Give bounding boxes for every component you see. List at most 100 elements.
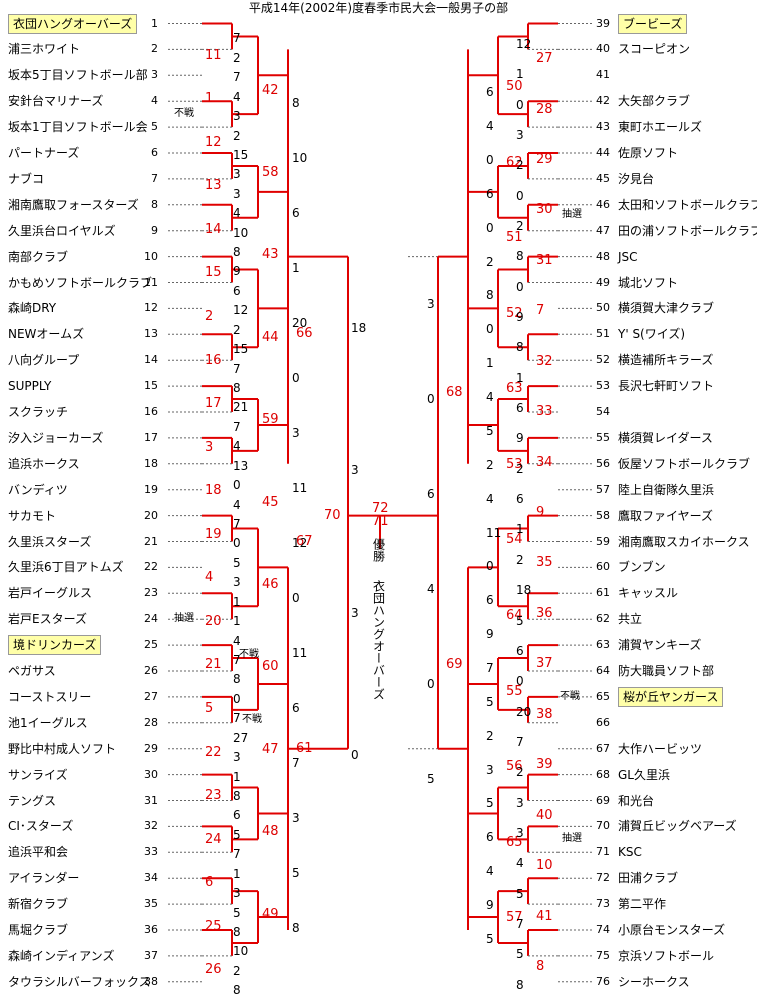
- score-label: 67: [296, 533, 313, 549]
- team-name-right: 長沢七軒町ソフト: [618, 379, 715, 394]
- score-label: 9: [516, 310, 524, 325]
- team-name-right: JSC: [618, 249, 638, 264]
- team-name-left: 岩戸イーグルス: [8, 586, 93, 601]
- score-label: 10: [233, 225, 249, 240]
- seed-number: 44: [596, 146, 610, 159]
- seed-number: 75: [596, 948, 610, 962]
- score-label: 6: [516, 401, 524, 416]
- team-name-left: 森崎DRY: [8, 301, 57, 316]
- score-label: 7: [233, 419, 241, 434]
- score-label: 1: [233, 594, 241, 609]
- score-label: 8: [516, 977, 524, 992]
- seed-number: 51: [596, 327, 610, 341]
- team-name-left: ペガサス: [8, 664, 56, 678]
- score-label: 15: [233, 342, 249, 357]
- seed-number: 15: [144, 379, 158, 393]
- score-label: 13: [205, 178, 222, 194]
- score-label: 3: [233, 109, 241, 124]
- score-label: 71: [372, 514, 389, 530]
- team-name-left: 森崎インディアンズ: [8, 948, 115, 963]
- score-label: 5: [516, 947, 524, 962]
- score-label: 32: [536, 353, 553, 369]
- seed-number: 56: [596, 456, 610, 470]
- score-label: 7: [233, 517, 241, 532]
- score-label: 3: [233, 167, 241, 182]
- score-label: 2: [233, 128, 241, 143]
- score-label: 72: [372, 501, 389, 517]
- seed-number: 25: [144, 638, 158, 652]
- score-label: 6: [427, 487, 435, 502]
- seed-number: 53: [596, 379, 610, 393]
- score-label: 8: [233, 245, 241, 260]
- seed-number: 8: [151, 197, 158, 211]
- score-label: 5: [233, 905, 241, 920]
- team-name-left: 新宿クラブ: [8, 897, 69, 912]
- score-label: 4: [486, 491, 494, 506]
- score-label: 4: [486, 390, 494, 405]
- score-label: 2: [516, 158, 524, 173]
- seed-number: 66: [596, 715, 610, 729]
- team-name-right: KSC: [618, 845, 642, 860]
- match-note: 不戦: [242, 714, 262, 726]
- score-label: 15: [233, 147, 249, 162]
- team-name-left: バンディツ: [8, 482, 68, 497]
- score-label: 7: [233, 31, 241, 46]
- score-label: 4: [233, 497, 241, 512]
- team-name-left: 久里浜台ロイヤルズ: [8, 223, 116, 238]
- seed-number: 24: [144, 612, 158, 626]
- score-label: 3: [233, 886, 241, 901]
- score-label: 5: [292, 866, 300, 881]
- seed-number: 72: [596, 871, 610, 885]
- score-label: 11: [292, 646, 308, 661]
- score-label: 0: [427, 392, 435, 407]
- seed-number: 11: [144, 275, 158, 289]
- score-label: 2: [233, 322, 241, 337]
- score-label: 6: [292, 205, 300, 220]
- team-name-left: サカモト: [8, 508, 57, 523]
- score-label: 1: [516, 522, 524, 537]
- score-label: 55: [506, 683, 523, 699]
- score-label: 48: [262, 824, 279, 840]
- seed-number: 35: [144, 897, 158, 911]
- seed-number: 22: [144, 560, 158, 574]
- team-name-left: 汐入ジョーカーズ: [8, 430, 104, 445]
- score-label: 29: [536, 151, 553, 167]
- team-name-right: 鷹取ファイヤーズ: [618, 508, 714, 523]
- score-label: 8: [292, 95, 300, 110]
- seed-number: 70: [596, 819, 610, 833]
- team-name-right: 東町ホエールズ: [618, 120, 703, 135]
- score-label: 4: [233, 206, 241, 221]
- team-name-right: 防大職員ソフト部: [618, 664, 715, 678]
- score-label: 8: [233, 788, 241, 803]
- match-note: 抽選: [174, 613, 194, 625]
- seed-number: 71: [596, 845, 610, 859]
- seed-number: 9: [151, 223, 158, 237]
- team-name-right: GL久里浜: [618, 767, 670, 782]
- seed-number: 41: [596, 68, 610, 82]
- score-label: 4: [205, 570, 214, 586]
- score-label: 4: [427, 581, 435, 596]
- score-label: 3: [516, 795, 524, 810]
- score-label: 9: [486, 627, 494, 642]
- score-label: 59: [262, 412, 279, 428]
- score-label: 21: [233, 400, 249, 415]
- score-label: 27: [536, 51, 553, 67]
- score-label: 5: [233, 555, 241, 570]
- score-label: 42: [262, 82, 279, 98]
- seed-number: 73: [596, 897, 610, 911]
- score-label: 5: [516, 886, 524, 901]
- seed-number: 60: [596, 560, 610, 574]
- score-label: 35: [536, 555, 553, 571]
- team-name-left: 浦三ホワイト: [8, 42, 81, 57]
- score-label: 18: [205, 483, 222, 499]
- match-note: 不戦: [174, 108, 194, 120]
- score-label: 8: [233, 672, 241, 687]
- team-name-left: 境ドリンカーズ: [8, 635, 102, 656]
- score-label: 5: [486, 931, 494, 946]
- seed-number: 42: [596, 94, 610, 108]
- seed-number: 38: [144, 974, 158, 988]
- seed-number: 69: [596, 793, 610, 807]
- team-name-left: 馬堀クラブ: [8, 923, 69, 937]
- seed-number: 47: [596, 223, 610, 237]
